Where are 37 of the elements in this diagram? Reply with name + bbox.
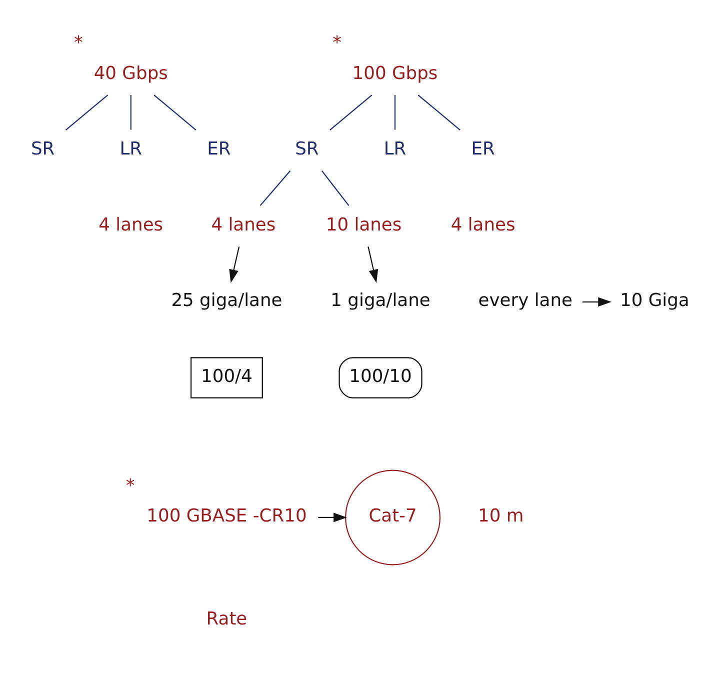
node-text: ER — [207, 138, 231, 160]
node-text: 25 giga/lane — [171, 290, 282, 311]
node-label: * — [74, 32, 83, 54]
node-text: 1 giga/lane — [330, 290, 430, 311]
connector — [154, 94, 196, 130]
label: 10 m — [478, 505, 524, 526]
arrow — [368, 246, 378, 282]
connector — [321, 170, 350, 206]
node-text: 40 Gbps — [94, 62, 168, 84]
node-text: ER — [471, 138, 495, 160]
arrow — [318, 512, 347, 522]
node-circle: Cat-7 — [345, 469, 441, 565]
node-text: 4 lanes — [211, 214, 276, 235]
node-box: 100/10 — [338, 356, 422, 398]
node-label: * — [332, 32, 342, 54]
label: 4 lanes — [98, 214, 164, 235]
node-text: SR — [30, 138, 55, 160]
node-text: every lane — [478, 290, 572, 311]
arrow — [229, 246, 240, 282]
label: Rate — [206, 608, 248, 630]
connector — [418, 94, 460, 130]
label: 4 lanes — [450, 214, 516, 235]
node-text: 100 GBASE -CR10 — [146, 505, 307, 526]
node-text: LR — [120, 138, 142, 160]
connector — [65, 94, 108, 130]
arrow — [582, 296, 612, 306]
connector — [330, 94, 372, 130]
node-text: 100 Gbps — [352, 62, 438, 84]
node-box: 100/4 — [190, 356, 263, 398]
connector — [130, 94, 132, 130]
connector — [394, 94, 396, 130]
node-text: SR — [295, 138, 319, 160]
connector — [260, 170, 291, 206]
node-text: LR — [384, 138, 406, 160]
node-text: 10 lanes — [326, 214, 402, 235]
node-text: 10 Giga — [620, 290, 690, 311]
node-label: * — [126, 475, 135, 496]
